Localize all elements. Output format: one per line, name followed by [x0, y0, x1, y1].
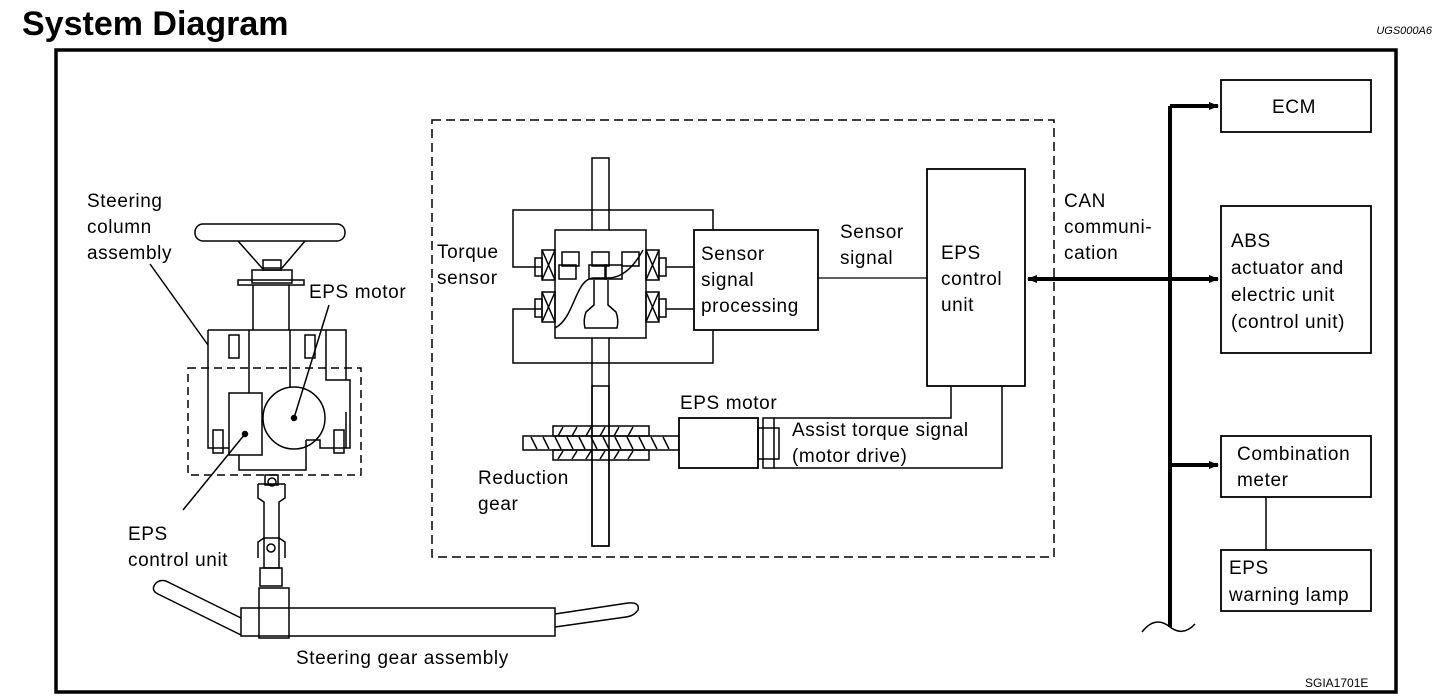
steering-hub [237, 240, 306, 269]
sensor-signal-label-1: Sensor [840, 222, 904, 243]
steering-wheel [194, 223, 346, 242]
figure-code-bottom: SGIA1701E [1305, 676, 1368, 690]
column-housing [207, 329, 347, 449]
abs-label-2: actuator and [1231, 258, 1344, 279]
steering-column-label-1: Steering [87, 191, 163, 212]
eps-control-unit-label-3: unit [941, 295, 974, 316]
sensor-processing-label-3: processing [701, 296, 799, 317]
can-label-2: communi- [1064, 217, 1152, 238]
ecm-label: ECM [1272, 97, 1316, 118]
eps-motor-circle [262, 386, 326, 450]
warning-lamp-label-1: EPS [1229, 558, 1269, 579]
eps-motor-label-center: EPS motor [680, 393, 777, 414]
steering-column-assembly [149, 223, 640, 639]
center-dashed-block [431, 119, 1055, 558]
sensor-signal-label-2: signal [840, 248, 893, 269]
reduction-gear-label-1: Reduction [478, 468, 569, 489]
eps-control-unit-box [228, 392, 263, 456]
eps-dashed-outline [187, 367, 362, 476]
page-title: System Diagram [22, 5, 289, 43]
torque-sensor-label-2: sensor [437, 268, 498, 289]
sensor-signal-processing-box [693, 229, 819, 331]
steering-gear-label: Steering gear assembly [296, 648, 509, 669]
ecm-box [1220, 79, 1372, 133]
eps-motor-center-box [678, 417, 759, 469]
eps-control-unit-label-1: EPS [941, 243, 981, 264]
steering-shaft [591, 157, 610, 547]
assist-torque-label-1: Assist torque signal [792, 420, 969, 441]
abs-label-1: ABS [1231, 231, 1271, 252]
motor-drive-lines [774, 386, 1003, 469]
combination-meter-label-1: Combination [1237, 444, 1350, 465]
combination-meter-box [1220, 435, 1372, 498]
motor-connector [757, 417, 780, 469]
eps-motor-label-left: EPS motor [309, 282, 406, 303]
eps-control-unit-label-left-1: EPS [128, 524, 168, 545]
eps-control-unit-center-box [926, 168, 1026, 387]
warning-lamp-label-2: warning lamp [1228, 585, 1349, 606]
sensor-processing-label-2: signal [701, 270, 754, 291]
assist-torque-label-2: (motor drive) [792, 446, 907, 467]
warning-lamp-box [1220, 549, 1372, 612]
torque-sensor-label-1: Torque [437, 242, 499, 263]
reduction-gear-label-2: gear [478, 494, 519, 515]
figure-code-top: UGS000A6 [1376, 25, 1432, 37]
reduction-gear [522, 385, 680, 547]
steering-column-label-3: assembly [87, 243, 172, 264]
eps-control-unit-label-2: control [941, 269, 1002, 290]
abs-label-3: electric unit [1231, 285, 1335, 306]
abs-box [1220, 205, 1372, 354]
can-label-1: CAN [1064, 191, 1106, 212]
can-bus-lines [1027, 102, 1267, 633]
steering-column-label-2: column [87, 217, 152, 238]
eps-control-unit-label-left-2: control unit [128, 550, 228, 571]
outer-frame [54, 48, 1398, 694]
sensor-processing-label-1: Sensor [701, 244, 765, 265]
steering-gear-box [240, 607, 556, 637]
combination-meter-label-2: meter [1237, 470, 1289, 491]
can-label-3: cation [1064, 243, 1118, 264]
abs-label-4: (control unit) [1231, 312, 1345, 333]
